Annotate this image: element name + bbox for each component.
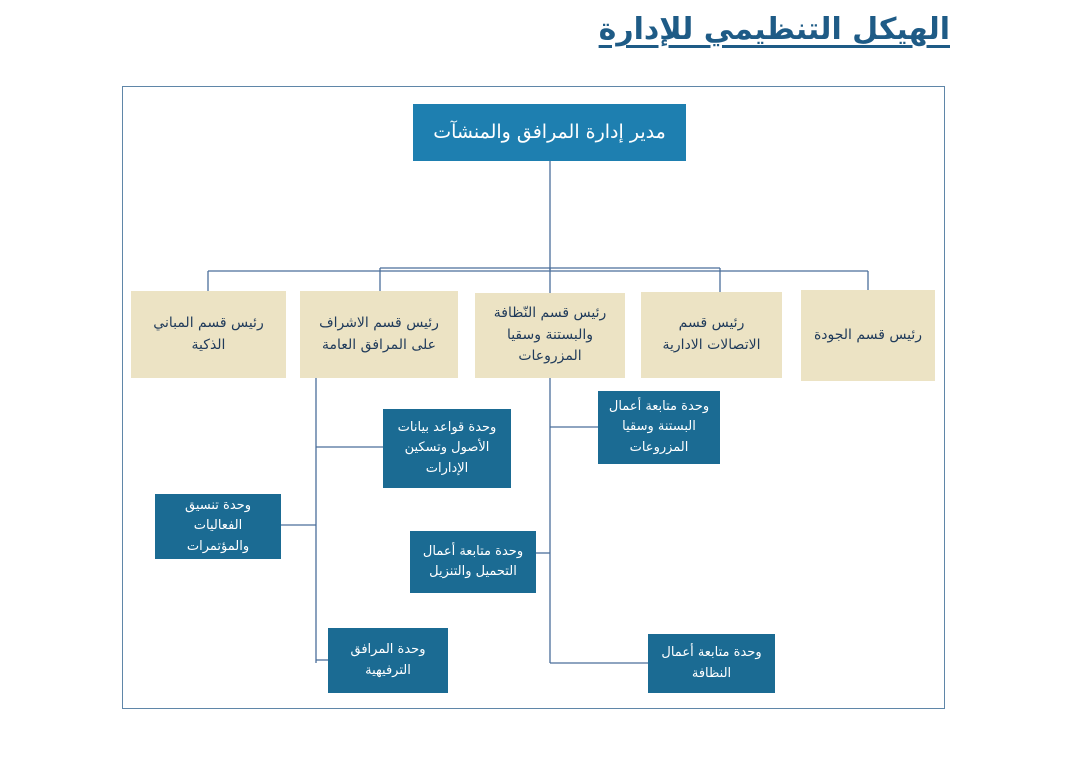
head-admin-communications[interactable]: رئيس قسم الاتصالات الادارية — [641, 292, 782, 378]
unit-gardening-irrigation-label: وحدة متابعة أعمال البستنة وسقيا المزروعا… — [608, 399, 710, 455]
unit-events-conferences-label: وحدة تنسيق الفعاليات والمؤتمرات — [185, 498, 251, 554]
head-quality-label: رئيس قسم الجودة — [813, 326, 923, 343]
unit-cleaning-followup[interactable]: وحدة متابعة أعمال النظافة — [648, 634, 775, 693]
head-public-facilities-label: رئيس قسم الاشراف على المرافق العامة — [319, 314, 439, 353]
head-public-facilities[interactable]: رئيس قسم الاشراف على المرافق العامة — [300, 291, 458, 378]
unit-assets-database-label: وحدة قواعد بيانات الأصول وتسكين الإدارات — [397, 420, 497, 476]
unit-loading-unloading-label: وحدة متابعة أعمال التحميل والتنزيل — [422, 543, 524, 579]
unit-assets-database[interactable]: وحدة قواعد بيانات الأصول وتسكين الإدارات — [383, 409, 511, 488]
page-title: الهيكل التنظيمي للإدارة — [598, 12, 950, 47]
unit-recreational-facilities[interactable]: وحدة المرافق الترفيهية — [328, 628, 448, 693]
head-smart-buildings-label: رئيس قسم المباني الذكية — [153, 314, 264, 353]
head-cleaning-gardening-label: رئيس قسم النّظافة والبستنة وسقيا المزروع… — [493, 304, 607, 365]
unit-events-conferences[interactable]: وحدة تنسيق الفعاليات والمؤتمرات — [155, 494, 281, 559]
head-quality[interactable]: رئيس قسم الجودة — [801, 290, 935, 381]
unit-gardening-irrigation[interactable]: وحدة متابعة أعمال البستنة وسقيا المزروعا… — [598, 391, 720, 464]
director-box[interactable]: مدير إدارة المرافق والمنشآت — [413, 104, 686, 161]
head-smart-buildings[interactable]: رئيس قسم المباني الذكية — [131, 291, 286, 378]
unit-recreational-facilities-label: وحدة المرافق الترفيهية — [350, 642, 426, 678]
head-admin-communications-label: رئيس قسم الاتصالات الادارية — [662, 315, 761, 353]
head-cleaning-gardening[interactable]: رئيس قسم النّظافة والبستنة وسقيا المزروع… — [475, 293, 625, 378]
org-chart-frame — [122, 86, 945, 709]
unit-cleaning-followup-label: وحدة متابعة أعمال النظافة — [661, 645, 762, 681]
unit-loading-unloading[interactable]: وحدة متابعة أعمال التحميل والتنزيل — [410, 531, 536, 593]
director-label: مدير إدارة المرافق والمنشآت — [433, 120, 666, 143]
